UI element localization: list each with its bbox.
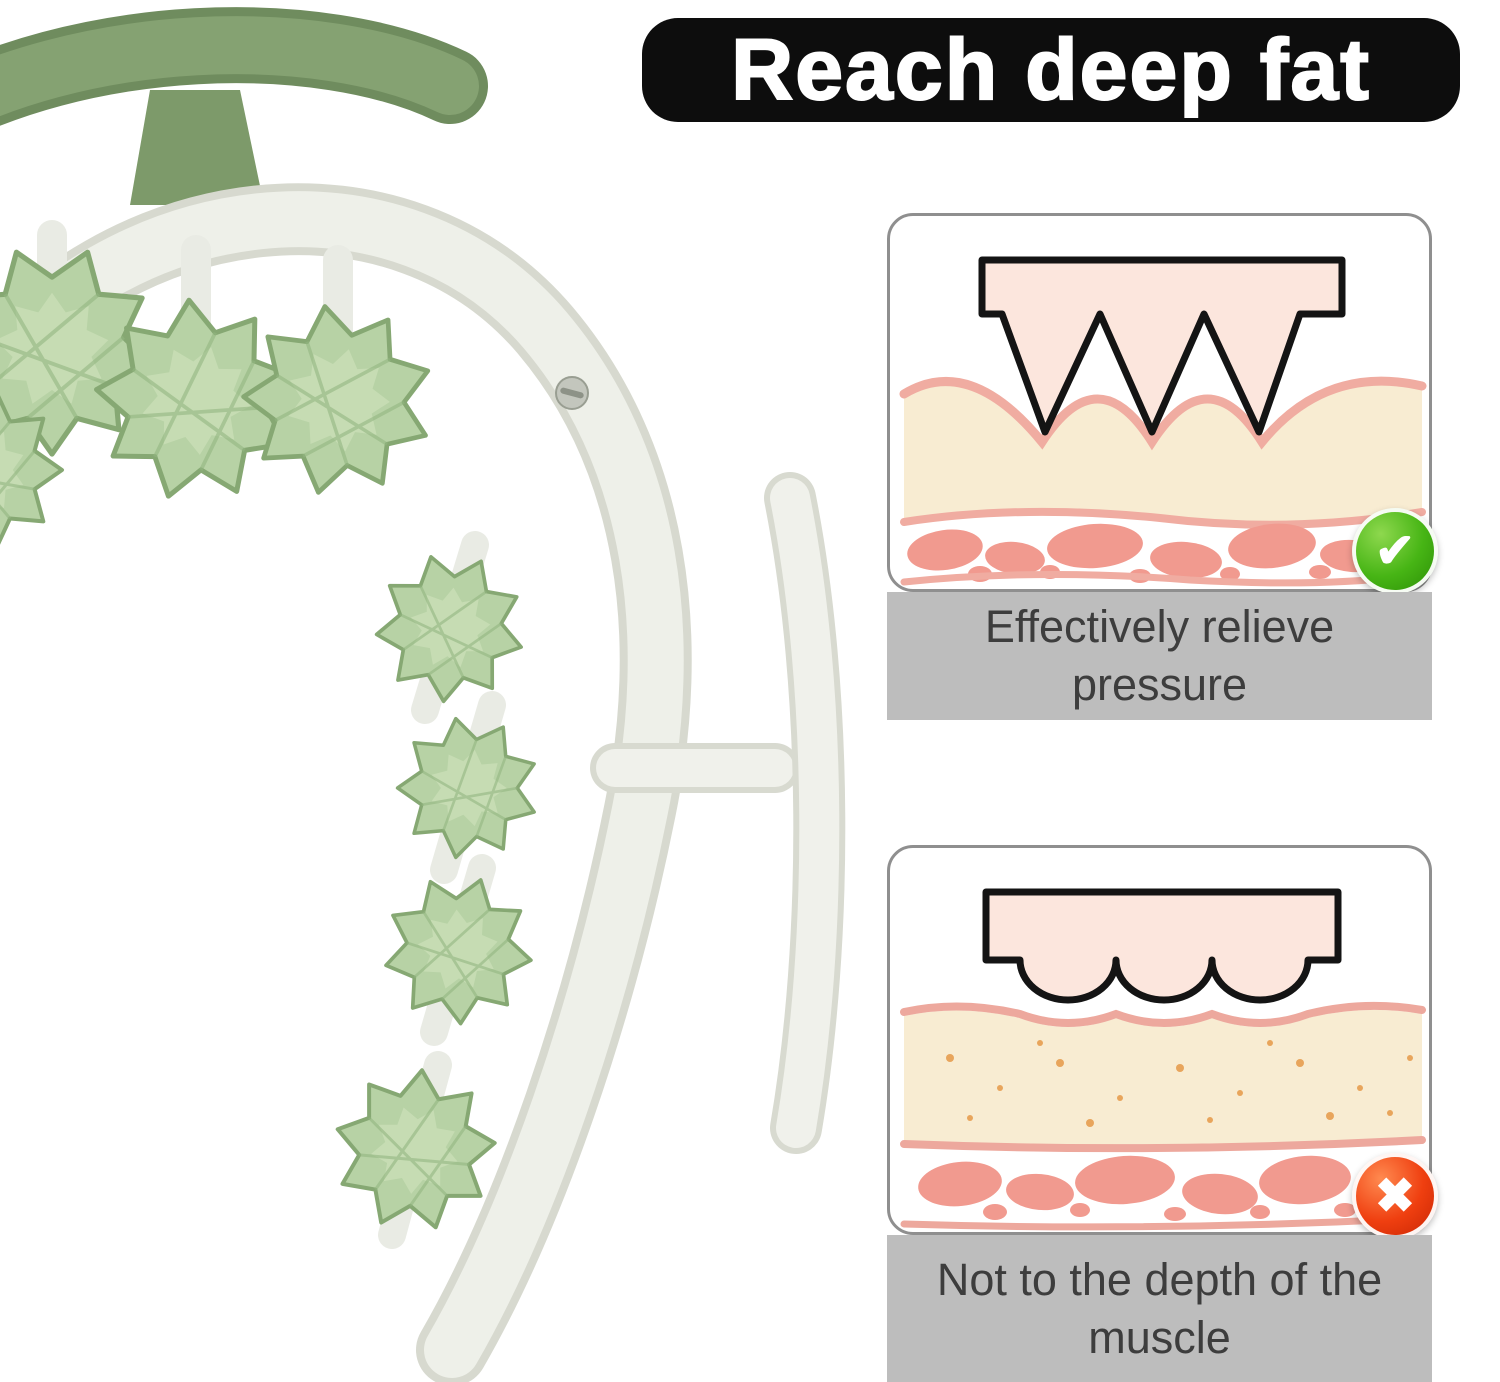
caption-ineffective: Not to the depth of the muscle bbox=[887, 1235, 1432, 1382]
side-handle bbox=[590, 472, 846, 1154]
deep-teeth-illustration bbox=[899, 256, 1427, 587]
x-icon: ✖ bbox=[1352, 1153, 1438, 1239]
caption-ineffective-text: Not to the depth of the muscle bbox=[936, 1253, 1383, 1363]
x-glyph: ✖ bbox=[1374, 1170, 1416, 1223]
roller-frame bbox=[0, 183, 692, 1382]
headline-text: Reach deep fat bbox=[730, 21, 1371, 119]
check-icon: ✔ bbox=[1352, 508, 1438, 594]
headline-banner: Reach deep fat bbox=[642, 18, 1460, 122]
check-glyph: ✔ bbox=[1374, 525, 1416, 578]
shallow-bumps-illustration bbox=[900, 888, 1426, 1231]
comparison-card-effective: ✔ bbox=[887, 213, 1438, 594]
caption-effective: Effectively relieve pressure bbox=[887, 592, 1432, 720]
caption-effective-text: Effectively relieve pressure bbox=[984, 601, 1335, 710]
comparison-card-ineffective: ✖ bbox=[887, 845, 1438, 1239]
product-image bbox=[0, 7, 846, 1382]
fat-blobs bbox=[918, 1155, 1415, 1221]
green-handle bbox=[0, 7, 488, 205]
shallow-bumps-head bbox=[982, 888, 1342, 1004]
fat-blobs bbox=[907, 523, 1384, 583]
deep-teeth-head bbox=[978, 256, 1346, 436]
fat-speckles bbox=[946, 1040, 1413, 1127]
